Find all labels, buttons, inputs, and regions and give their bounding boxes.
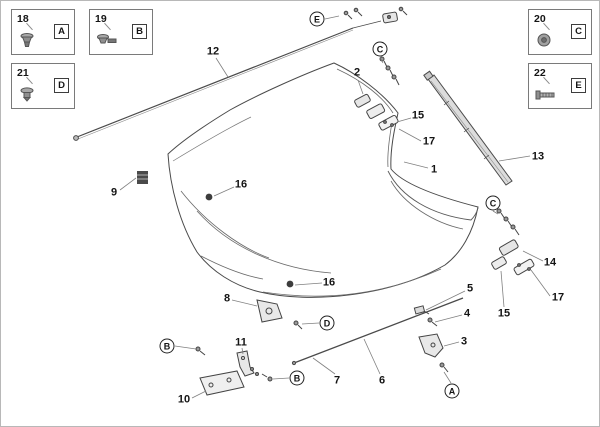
callout-e: E (309, 11, 325, 27)
legend-number-22: 22 (534, 67, 546, 79)
hinge-right (491, 208, 535, 276)
part-label-13: 13 (531, 150, 545, 163)
nut-fastener-icon (537, 33, 551, 47)
legend-box-18-a: 18 A (11, 9, 75, 55)
part-label-15-upper: 15 (411, 109, 425, 122)
support-rod (291, 297, 464, 366)
callout-a: A (444, 383, 460, 399)
hood-outline (167, 62, 479, 298)
legend-box-22-e: 22 E (528, 63, 592, 109)
callout-b-left: B (159, 338, 175, 354)
part-label-11: 11 (235, 336, 247, 349)
part-label-14: 14 (543, 256, 557, 269)
rod-mount-hardware (343, 6, 408, 24)
hinge-upper (354, 56, 400, 131)
legend-letter-e: E (571, 78, 586, 93)
legend-box-21-d: 21 D (11, 63, 75, 109)
callout-c-right: C (485, 195, 501, 211)
legend-box-19-b: 19 B (89, 9, 153, 55)
legend-leader (104, 22, 111, 31)
legend-letter-b: B (132, 24, 147, 39)
part-label-2: 2 (353, 66, 361, 79)
hood-latch (256, 299, 303, 330)
callout-d: D (319, 315, 335, 331)
legend-number-18: 18 (17, 13, 29, 25)
bracket-left-lower (195, 346, 273, 396)
clip-rivet-fastener-icon (20, 87, 34, 102)
legend-letter-a: A (54, 24, 69, 39)
part-label-16-upper: 16 (234, 178, 248, 191)
screw-fastener-icon (535, 90, 555, 100)
seal-strip (423, 70, 513, 186)
callout-b-mid: B (289, 370, 305, 386)
legend-number-20: 20 (534, 13, 546, 25)
clip-fastener-icon (20, 33, 34, 47)
clip-pin-fastener-icon (97, 34, 117, 44)
legend-leader (543, 22, 550, 31)
legend-letter-c: C (571, 24, 586, 39)
legend-box-20-c: 20 C (528, 9, 592, 55)
bumper-clip (137, 171, 148, 184)
legend-leader (26, 76, 33, 85)
part-label-1: 1 (430, 163, 438, 176)
prop-rod (73, 20, 382, 141)
part-label-17-upper: 17 (422, 135, 436, 148)
part-label-6: 6 (378, 374, 386, 387)
part-label-15-right: 15 (497, 307, 511, 320)
legend-number-19: 19 (95, 13, 107, 25)
legend-letter-d: D (54, 78, 69, 93)
legend-number-21: 21 (17, 67, 29, 79)
part-label-5: 5 (466, 282, 474, 295)
legend-leader (26, 22, 33, 31)
part-label-10: 10 (177, 393, 191, 406)
bracket-right-lower (413, 305, 449, 373)
part-label-16-lower: 16 (322, 276, 336, 289)
part-label-4: 4 (463, 307, 471, 320)
callout-c-upper: C (372, 41, 388, 57)
part-label-9: 9 (110, 186, 118, 199)
part-label-3: 3 (460, 335, 468, 348)
leader-lines (119, 15, 551, 399)
part-label-17-right: 17 (551, 291, 565, 304)
grommets (205, 193, 294, 288)
part-label-7: 7 (333, 374, 341, 387)
part-label-8: 8 (223, 292, 231, 305)
legend-leader (543, 76, 550, 85)
part-label-12: 12 (206, 45, 220, 58)
